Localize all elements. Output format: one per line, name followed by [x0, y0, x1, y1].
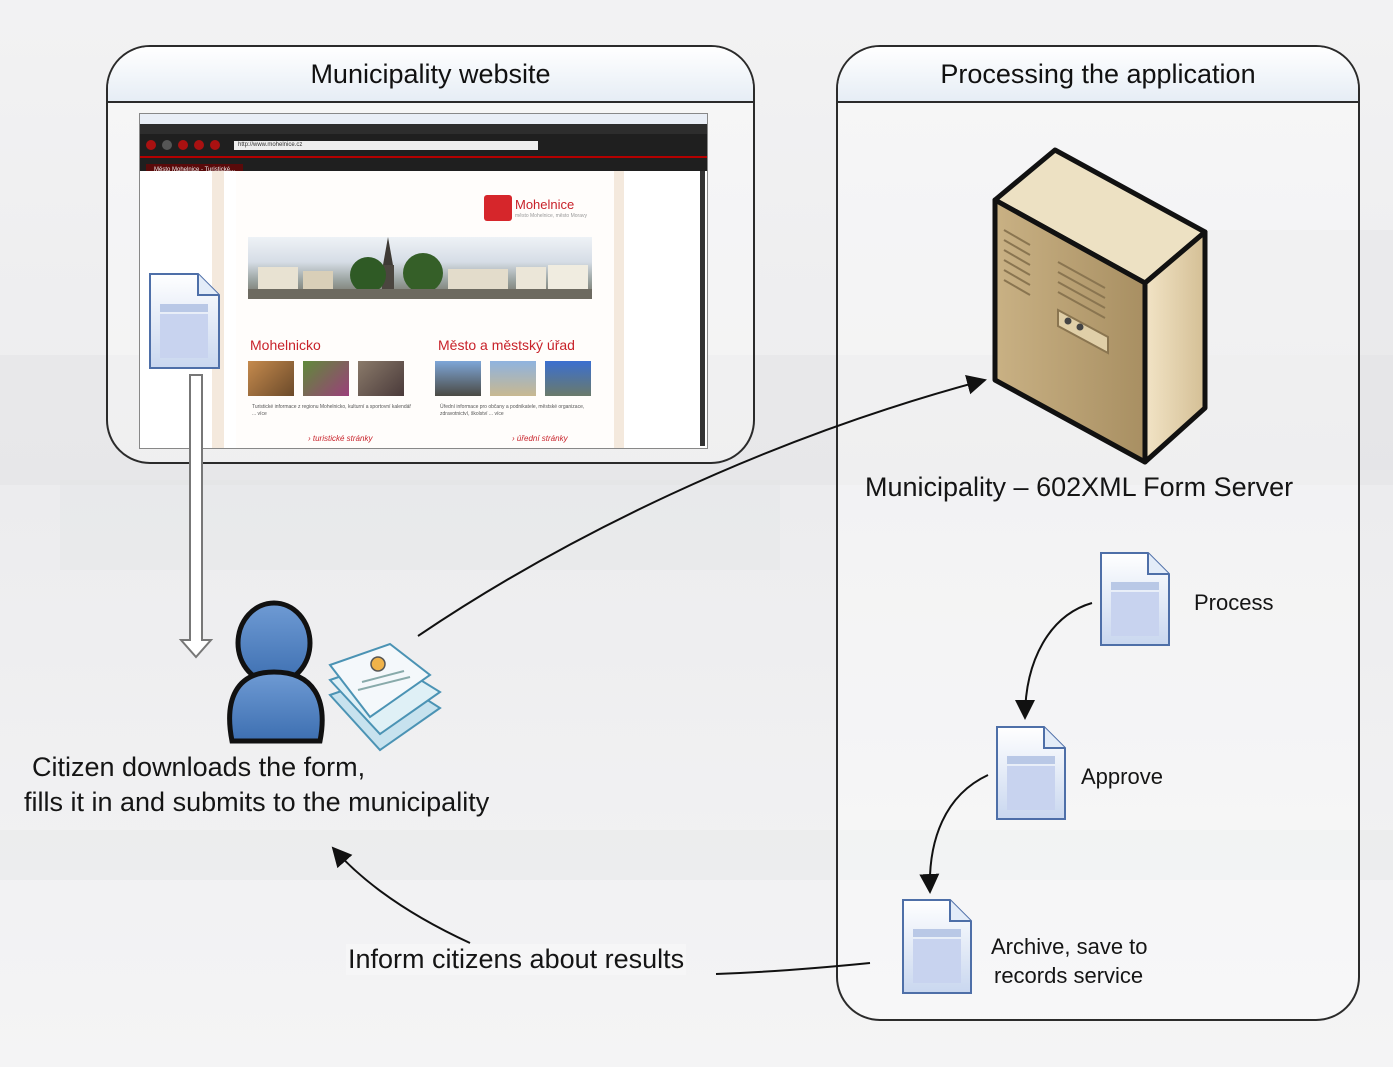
right-heading: Město a městský úřad — [438, 337, 575, 353]
page-content — [236, 171, 614, 448]
tourist-pages-link[interactable]: › turistické stránky — [308, 434, 373, 443]
stop-icon — [194, 140, 204, 150]
form-document-icon — [149, 273, 220, 369]
thumbnail-image — [248, 361, 294, 396]
submit-arrow — [417, 374, 987, 637]
right-description: Úřední informace pro občany a podnikatel… — [440, 404, 585, 417]
processing-panel-title: Processing the application — [838, 47, 1358, 103]
reload-icon — [178, 140, 188, 150]
left-description: Turistické informace z regionu Mohelnick… — [252, 404, 412, 417]
citizen-person-icon — [227, 600, 325, 744]
citizen-label-line1: Citizen downloads the form, — [32, 752, 366, 782]
form-server-icon — [992, 147, 1208, 465]
official-pages-link[interactable]: › úřední stránky — [512, 434, 568, 443]
process-label: Process — [1194, 590, 1274, 615]
mohelnice-logo-icon — [484, 195, 512, 221]
background-shape — [1200, 230, 1393, 470]
approve-label: Approve — [1081, 764, 1163, 789]
left-heading: Mohelnicko — [250, 337, 321, 353]
logo-subtitle: město Mohelnice, město Moravy — [515, 213, 587, 219]
inform-to-citizen-arrow — [331, 846, 471, 944]
thumbnail-image — [435, 361, 481, 396]
logo-name: Mohelnice — [515, 197, 575, 212]
website-panel-title: Municipality website — [108, 47, 753, 103]
archive-label-line1: Archive, save to — [991, 934, 1148, 959]
thumbnail-image — [490, 361, 536, 396]
page-side-right — [612, 171, 624, 448]
browser-scrollbar — [700, 171, 705, 446]
website-screenshot: http://www.mohelnice.cz Město Mohelnice … — [139, 113, 708, 449]
town-panorama-image — [248, 237, 592, 299]
archive-document-icon — [902, 899, 972, 994]
server-label: Municipality – 602XML Form Server — [865, 472, 1294, 502]
browser-page: Mohelnice město Mohelnice, město Moravy … — [140, 171, 707, 448]
browser-toolbar: http://www.mohelnice.cz — [140, 134, 707, 158]
archive-to-inform-line — [715, 962, 871, 975]
process-to-approve-arrow — [1015, 602, 1093, 720]
citizen-label-line2: fills it in and submits to the municipal… — [24, 787, 490, 817]
approve-document-icon — [996, 726, 1066, 820]
forward-icon — [162, 140, 172, 150]
approve-to-archive-arrow — [919, 774, 989, 894]
browser-title-bar — [140, 114, 707, 124]
inform-label: Inform citizens about results — [346, 944, 687, 975]
background-shape — [60, 480, 780, 570]
thumbnail-image — [303, 361, 349, 396]
back-icon — [146, 140, 156, 150]
thumbnail-image — [358, 361, 404, 396]
town-silhouette-icon — [248, 237, 592, 299]
browser-url: http://www.mohelnice.cz — [234, 140, 538, 150]
thumbnail-image — [545, 361, 591, 396]
process-document-icon — [1100, 552, 1170, 646]
download-arrow — [178, 374, 214, 659]
submitted-forms-icon — [328, 642, 442, 752]
background-shape — [0, 830, 1393, 880]
home-icon — [210, 140, 220, 150]
browser-menu-bar — [140, 124, 707, 134]
archive-label-line2: records service — [994, 963, 1144, 988]
